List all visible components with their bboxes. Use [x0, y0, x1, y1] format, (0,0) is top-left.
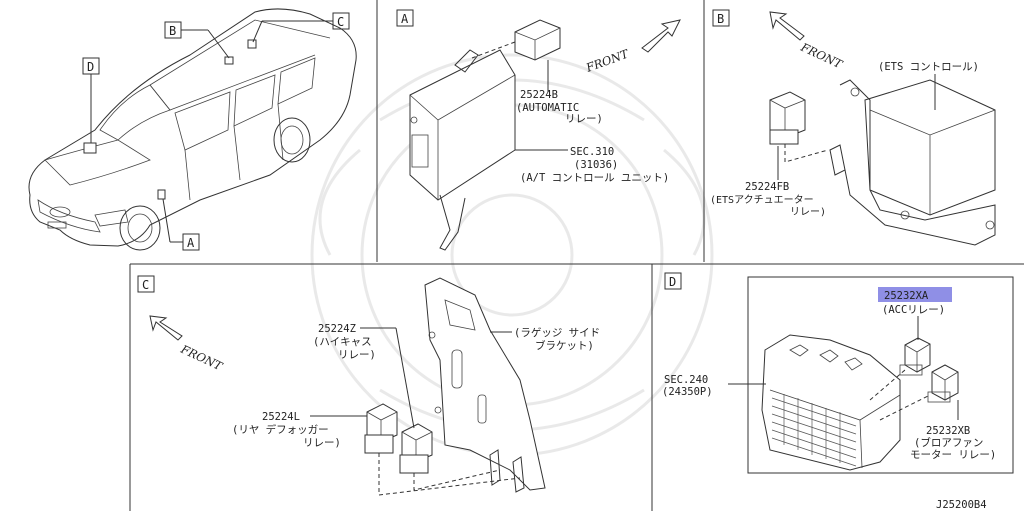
fuse-block: [761, 334, 931, 471]
ets-control-unit: [829, 79, 996, 246]
highlight-box: [878, 287, 952, 302]
front-arrow-a: FRONT: [583, 19, 681, 75]
panel-d: D: [662, 272, 1014, 474]
panel-c: C FRONT (ラゲッジ サイ: [137, 275, 600, 496]
svg-text:B: B: [169, 24, 176, 38]
svg-text:(ブロアファン: (ブロアファン: [914, 436, 983, 449]
label-25224fb: 25224FB (ETSアクチュエーター リレー): [710, 146, 826, 218]
label-sec240: SEC.240 (24350P): [662, 374, 766, 398]
svg-text:(リヤ デフォッガー: (リヤ デフォッガー: [232, 423, 329, 436]
label-25224l: 25224L (リヤ デフォッガー リレー): [232, 411, 367, 449]
svg-text:ブラケット): ブラケット): [535, 339, 594, 352]
label-25232xa: 25232XA (ACCリレー): [878, 287, 952, 340]
svg-text:25232XA: 25232XA: [884, 290, 929, 302]
panel-b: B FRONT (ETS コントロール) 25224FB (ET: [710, 9, 996, 246]
vehicle-overview: B C D A: [28, 8, 357, 251]
svg-text:リレー): リレー): [303, 437, 341, 449]
front-arrow-b: FRONT: [769, 11, 846, 72]
svg-text:(ハイキャス: (ハイキャス: [313, 336, 372, 348]
svg-text:A: A: [187, 236, 195, 250]
detail-frame: [747, 276, 1014, 474]
svg-text:FRONT: FRONT: [583, 46, 631, 75]
svg-text:モーター リレー): モーター リレー): [910, 449, 996, 461]
svg-text:リレー): リレー): [338, 349, 376, 361]
svg-text:(A/T コントロール ユニット): (A/T コントロール ユニット): [520, 172, 669, 184]
panel-d-tag: D: [669, 275, 676, 289]
svg-text:FRONT: FRONT: [178, 342, 226, 374]
svg-text:SEC.240: SEC.240: [664, 374, 708, 386]
callout-tag-c: C: [252, 12, 350, 43]
panel-c-tag-box: [137, 275, 155, 293]
svg-text:(AUTOMATIC: (AUTOMATIC: [516, 102, 579, 114]
panel-b-tag: B: [717, 12, 724, 26]
svg-text:25224Z: 25224Z: [318, 323, 356, 335]
svg-text:(ラゲッジ サイド: (ラゲッジ サイド: [514, 327, 600, 339]
relay-25232xa: [899, 337, 931, 376]
svg-text:リレー): リレー): [790, 207, 826, 218]
front-arrow-c: FRONT: [149, 315, 226, 374]
label-25224z: 25224Z (ハイキャス リレー): [313, 323, 415, 429]
relay-25224fb: [769, 91, 829, 163]
panel-a: A FRONT 25224B (AUTOMATIC リレー): [396, 9, 681, 251]
callout-tag-b: B: [164, 21, 230, 59]
svg-text:25224L: 25224L: [262, 411, 300, 423]
svg-text:D: D: [87, 60, 94, 74]
svg-text:(ACCリレー): (ACCリレー): [882, 304, 945, 316]
relay-25224l: [364, 403, 521, 496]
panel-dividers: [129, 0, 1024, 511]
panel-d-tag-box: [664, 272, 682, 290]
label-25232xb: 25232XB (ブロアファン モーター リレー): [910, 400, 996, 461]
svg-text:25224FB: 25224FB: [745, 181, 789, 193]
label-at-unit: SEC.310 (31036) (A/T コントロール ユニット): [515, 146, 669, 184]
svg-text:C: C: [337, 15, 344, 29]
callout-tag-d: D: [82, 57, 100, 143]
label-25224b: 25224B (AUTOMATIC リレー): [516, 60, 603, 125]
label-ets-control: (ETS コントロール): [878, 61, 979, 110]
vehicle-drawing: [28, 8, 357, 251]
panel-c-tag: C: [142, 278, 149, 292]
svg-text:SEC.310: SEC.310: [570, 146, 614, 158]
svg-text:(31036): (31036): [574, 159, 618, 171]
svg-text:25224B: 25224B: [520, 89, 558, 101]
panel-b-tag-box: [712, 9, 730, 27]
svg-text:リレー): リレー): [565, 113, 603, 125]
label-bracket: (ラゲッジ サイド ブラケット): [490, 327, 600, 352]
relay-25232xb: [927, 364, 959, 403]
svg-text:25232XB: 25232XB: [926, 425, 970, 437]
relay-25224b: [471, 19, 561, 61]
callout-tag-a: A: [162, 198, 200, 251]
svg-text:FRONT: FRONT: [798, 40, 846, 72]
panel-a-tag-box: [396, 9, 414, 27]
panel-a-tag: A: [401, 12, 409, 26]
diagram-id: J25200B4: [936, 499, 987, 511]
svg-text:(24350P): (24350P): [662, 386, 713, 398]
relay-25224z: [399, 423, 501, 491]
luggage-side-bracket: [424, 277, 546, 493]
svg-text:(ETSアクチュエーター: (ETSアクチュエーター: [710, 194, 814, 206]
svg-text:(ETS コントロール): (ETS コントロール): [878, 61, 979, 73]
